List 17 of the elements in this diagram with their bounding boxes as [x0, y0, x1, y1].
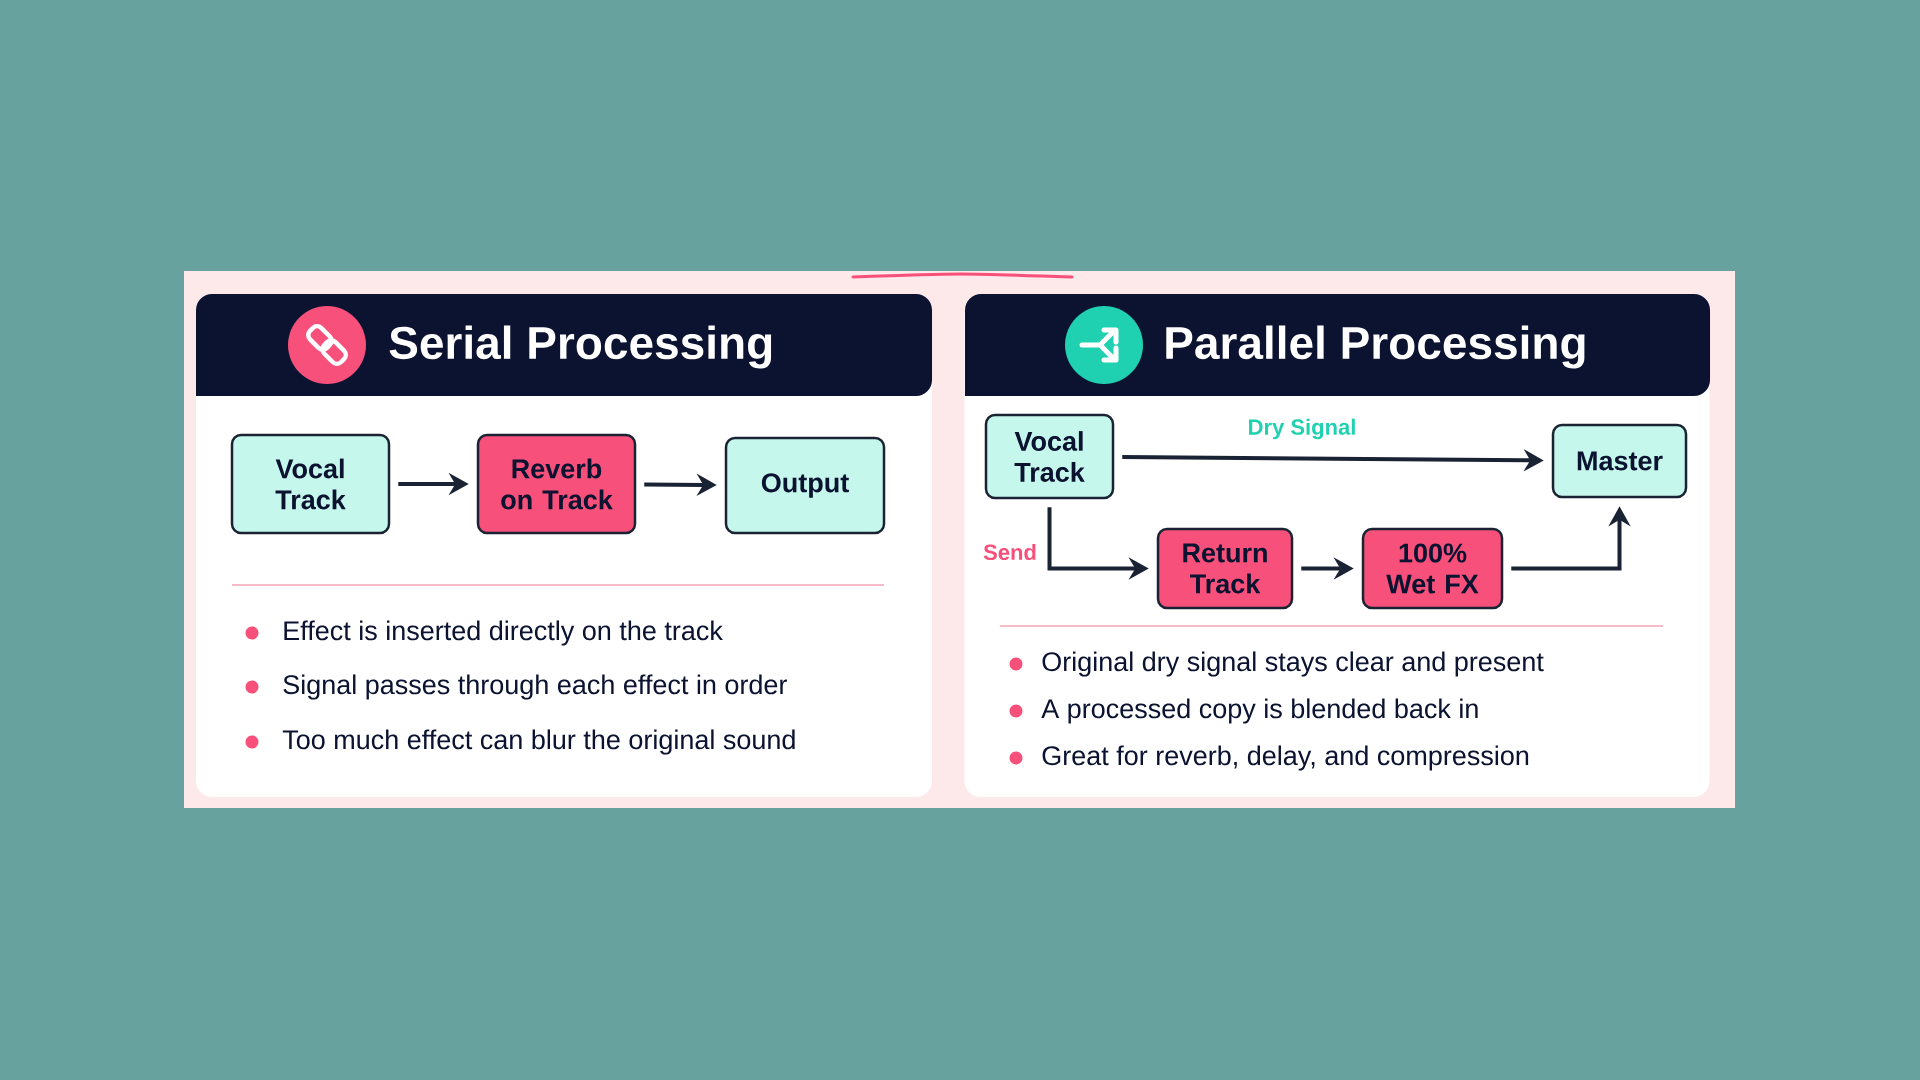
bullet-text: Great for reverb, delay, and compression [1042, 745, 1529, 771]
bullet-text: Signal passes through each effect in order [283, 674, 787, 700]
bullet-text: A processed copy is blended back in [1041, 698, 1478, 724]
edge-label: Send [981, 541, 1039, 563]
process-box: Master [1551, 423, 1688, 499]
process-box: Output [724, 436, 886, 535]
bullet-text: Effect is inserted directly on the track [284, 620, 723, 646]
process-box: Vocal Track [230, 433, 391, 535]
process-box: 100% Wet FX [1361, 527, 1504, 610]
process-box: Vocal Track [984, 413, 1115, 500]
bullet-text: Original dry signal stays clear and present [1042, 651, 1544, 677]
process-box: Reverb on Track [476, 433, 637, 535]
bullet-text: Too much effect can blur the original sound [282, 729, 795, 755]
edge-label: Dry Signal [1245, 416, 1359, 442]
process-box: Return Track [1156, 527, 1294, 610]
card-title: Serial Processing [389, 325, 772, 369]
card-title: Parallel Processing [1166, 325, 1585, 369]
